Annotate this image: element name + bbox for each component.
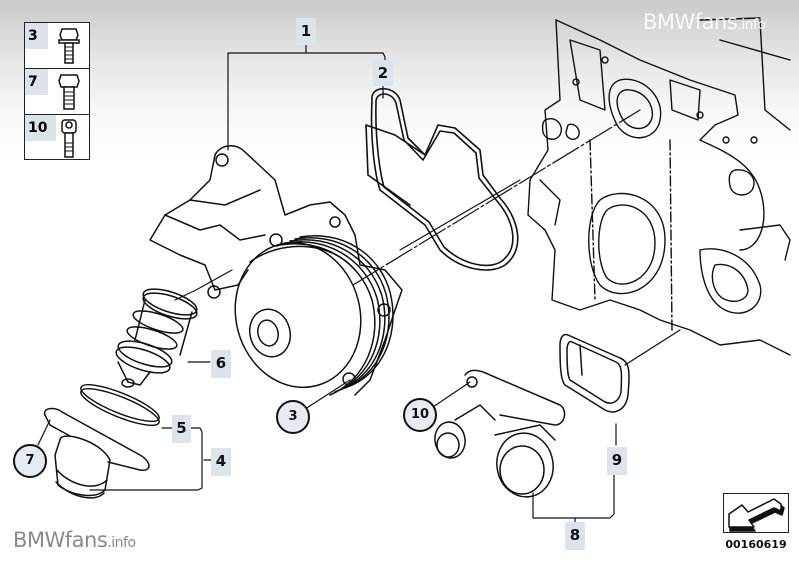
engine-block-drawing (527, 17, 791, 356)
legend-row-7: 7 (25, 69, 89, 115)
callout-4: 4 (211, 448, 231, 476)
watermark-top: BMWfans.info (643, 10, 766, 34)
watermark-main: BMWfans (13, 528, 108, 552)
callout-9: 9 (607, 447, 627, 475)
pump-gasket-drawing (365, 87, 519, 271)
watermark-suffix: .info (737, 17, 766, 33)
outlet-gasket-drawing (559, 333, 630, 413)
thermostat-housing-cover-drawing (43, 407, 150, 499)
direction-arrow-icon (728, 498, 785, 532)
legend-ref: 3 (25, 23, 48, 49)
legend-row-10: 10 (25, 115, 89, 160)
callout-5: 5 (172, 415, 191, 443)
callout-10: 10 (403, 398, 437, 432)
legend-ref: 10 (25, 115, 56, 141)
watermark-suffix: .info (107, 535, 136, 551)
callout-1: 1 (296, 18, 316, 45)
callout-3: 3 (276, 400, 310, 434)
legend-ref: 7 (25, 69, 48, 95)
legend-row-3: 3 (25, 23, 89, 69)
leader-lines (37, 44, 681, 528)
watermark-bottom: BMWfans.info (13, 528, 136, 552)
callout-6: 6 (211, 350, 231, 378)
reference-number: 00160619 (725, 538, 787, 551)
seal-ring-drawing (80, 383, 160, 427)
flange-hex-bolt-icon (58, 28, 80, 64)
callout-2: 2 (373, 60, 393, 86)
callout-7: 7 (13, 444, 47, 478)
socket-head-bolt-icon (61, 119, 77, 158)
reference-box (723, 493, 789, 533)
thermostat-drawing (115, 288, 198, 388)
coolant-outlet-housing-drawing (434, 369, 566, 498)
fastener-legend: 3 7 10 (24, 22, 90, 160)
hex-bolt-icon (58, 74, 80, 110)
water-pump-drawing (149, 145, 403, 396)
watermark-main: BMWfans (643, 10, 738, 34)
callout-8: 8 (565, 522, 585, 550)
